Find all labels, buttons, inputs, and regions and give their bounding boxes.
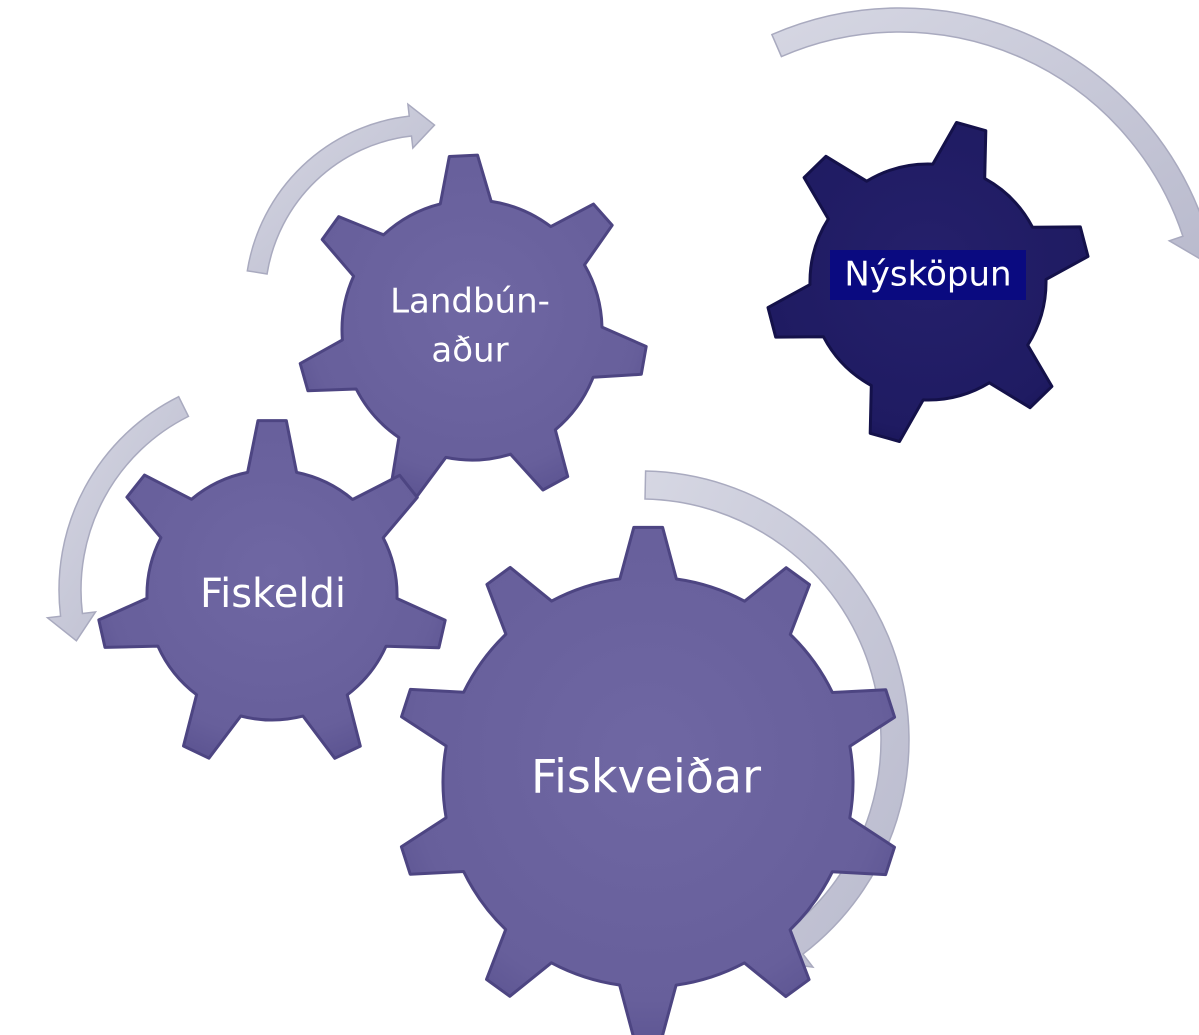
gear-fiskveidar-label: Fiskveiðar	[531, 750, 761, 804]
arrow-landbunadur	[246, 102, 436, 275]
gear-fiskveidar-shape	[399, 525, 897, 1035]
gear-landbunadur: Landbún- aður	[298, 153, 648, 498]
gear-landbunadur-label-line1: Landbún-	[390, 282, 550, 322]
gear-fiskveidar: Fiskveiðar	[399, 525, 897, 1035]
gear-nyskopun: Nýsköpun	[766, 121, 1090, 443]
gear-nyskopun-label: Nýsköpun	[844, 255, 1011, 295]
gear-landbunadur-label-line2: aður	[431, 331, 508, 371]
arrow-fiskeldi	[45, 395, 190, 642]
gear-nyskopun-label-highlight	[830, 250, 1026, 300]
gear-fiskeldi-label: Fiskeldi	[200, 571, 346, 617]
gear-landbunadur-shape	[298, 153, 648, 498]
gear-fiskeldi: Fiskeldi	[97, 419, 447, 760]
arrow-top-right	[770, 7, 1199, 260]
gear-fiskeldi-shape	[97, 419, 447, 760]
